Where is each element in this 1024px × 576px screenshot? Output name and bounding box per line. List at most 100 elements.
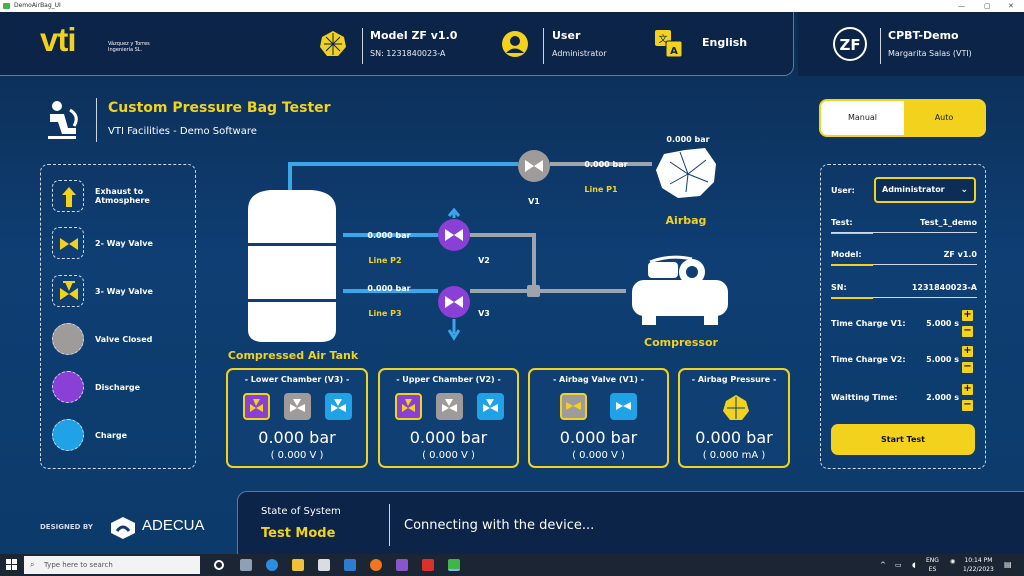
model-title: Model ZF v1.0 xyxy=(370,29,458,42)
file-explorer-icon[interactable] xyxy=(292,559,304,571)
maximize-icon[interactable]: ▢ xyxy=(984,2,991,10)
lower-chamber-voltage: ( 0.000 V ) xyxy=(270,450,324,461)
qt-app-icon[interactable] xyxy=(448,559,460,571)
waiting-time-minus-button[interactable]: − xyxy=(962,399,973,411)
compressed-air-tank xyxy=(248,190,336,342)
charge-v2-minus-button[interactable]: − xyxy=(962,361,973,373)
edge-browser-icon[interactable] xyxy=(266,559,278,571)
minimize-icon[interactable]: — xyxy=(958,2,965,10)
airbag-pressure-title: - Airbag Pressure - xyxy=(691,375,777,384)
auto-mode-button[interactable]: Auto xyxy=(904,101,984,135)
upper-chamber-voltage: ( 0.000 V ) xyxy=(422,450,475,461)
airbag-icon xyxy=(656,148,716,198)
user-field-label: User: xyxy=(831,186,855,195)
chevron-down-icon: ⌄ xyxy=(960,185,968,195)
line-p2-label: Line P2 xyxy=(368,256,401,265)
upper-3way-grey-button[interactable] xyxy=(436,393,463,420)
waiting-time-plus-button[interactable]: + xyxy=(962,383,973,395)
upper-3way-yellow-button[interactable] xyxy=(395,393,422,420)
taskbar-search-input[interactable]: ⌕ Type here to search xyxy=(24,556,200,574)
legend-charge-label: Charge xyxy=(95,431,128,440)
v3-exhaust-arrow xyxy=(447,319,461,341)
station-header: ZF CPBT-Demo Margarita Salas (VTI) xyxy=(798,12,1024,76)
tray-chevron-icon[interactable]: ^ xyxy=(880,561,886,569)
sn-value[interactable]: 1231840023-A xyxy=(911,283,977,292)
user-select[interactable]: Administrator ⌄ xyxy=(874,177,976,203)
volume-icon[interactable]: ◖ xyxy=(912,561,916,569)
charge-v2-field: Time Charge V2:5.000 s xyxy=(831,355,959,364)
store-icon[interactable] xyxy=(318,559,330,571)
lower-chamber-title: - Lower Chamber (V3) - xyxy=(244,375,350,384)
airbag-2way-yellow-button[interactable] xyxy=(560,393,587,420)
widgets-icon[interactable] xyxy=(240,559,252,571)
legend-charge-icon xyxy=(52,419,84,451)
valve-v2-icon xyxy=(445,229,463,241)
upper-chamber-title: - Upper Chamber (V2) - xyxy=(396,375,501,384)
station-title: CPBT-Demo xyxy=(888,29,959,42)
charge-v2-plus-button[interactable]: + xyxy=(962,345,973,357)
window-title: DemoAirBag_UI xyxy=(14,2,61,9)
legend-discharge-icon xyxy=(52,371,84,403)
lower-3way-grey-button[interactable] xyxy=(284,393,311,420)
charge-v1-plus-button[interactable]: + xyxy=(962,309,973,321)
airbag-seat-icon xyxy=(48,101,78,139)
adecua-logo-icon xyxy=(111,517,135,539)
v2-exhaust-arrow xyxy=(447,207,461,218)
charge-v1-field: Time Charge V1:5.000 s xyxy=(831,319,959,328)
lower-3way-blue-button[interactable] xyxy=(325,393,352,420)
charge-v1-value[interactable]: 5.000 s xyxy=(926,319,959,328)
airbag-2way-blue-button[interactable] xyxy=(610,393,637,420)
state-title: State of System xyxy=(261,506,341,517)
lower-chamber-card: - Lower Chamber (V3) - 0.000 bar ( 0.000… xyxy=(226,368,368,468)
airbag-pressure-current: ( 0.000 mA ) xyxy=(702,450,766,461)
user-icon xyxy=(502,31,528,57)
model-value[interactable]: ZF v1.0 xyxy=(943,250,977,259)
line-p3-label: Line P3 xyxy=(368,309,401,318)
firefox-icon[interactable] xyxy=(370,559,382,571)
pipe-v2-junction xyxy=(470,233,536,291)
start-test-button[interactable]: Start Test xyxy=(831,424,975,455)
model-field: Model:ZF v1.0 xyxy=(831,250,977,259)
charge-v1-minus-button[interactable]: − xyxy=(962,325,973,337)
station-user: Margarita Salas (VTI) xyxy=(888,49,972,58)
line-p3-value: 0.000 bar xyxy=(367,284,410,293)
airbag-pressure-card: - Airbag Pressure - 0.000 bar ( 0.000 mA… xyxy=(678,368,790,468)
translate-icon[interactable]: A 文 xyxy=(654,29,684,59)
wps-office-icon[interactable] xyxy=(422,559,434,571)
lower-chamber-value: 0.000 bar xyxy=(258,428,336,447)
svg-text:文: 文 xyxy=(658,33,667,45)
charge-v2-value[interactable]: 5.000 s xyxy=(926,355,959,364)
language-selector[interactable]: English xyxy=(702,36,748,49)
test-field: Test:Test_1_demo xyxy=(831,218,977,227)
adecua-brand: ADECUA xyxy=(142,517,205,534)
legend-2way-valve-label: 2- Way Valve xyxy=(95,239,153,248)
network-icon[interactable]: ▭ xyxy=(895,561,902,569)
mail-icon[interactable] xyxy=(344,559,356,571)
mic-icon[interactable]: ◉ xyxy=(950,558,956,565)
close-icon[interactable]: ✕ xyxy=(1008,2,1014,10)
notifications-icon[interactable]: ▤ xyxy=(1004,560,1012,569)
windows-start-icon[interactable] xyxy=(6,559,18,571)
upper-3way-blue-button[interactable] xyxy=(477,393,504,420)
task-view-icon[interactable] xyxy=(214,560,224,570)
window-titlebar: DemoAirBag_UI — ▢ ✕ xyxy=(0,0,1024,12)
state-value: Test Mode xyxy=(261,526,336,541)
legend-2way-valve-icon xyxy=(52,227,84,259)
valve-v3-icon xyxy=(445,296,463,308)
waiting-time-value[interactable]: 2.000 s xyxy=(926,393,959,402)
status-message: Connecting with the device... xyxy=(404,518,595,533)
visual-studio-icon[interactable] xyxy=(396,559,408,571)
test-value[interactable]: Test_1_demo xyxy=(920,218,977,227)
airbag-pressure-value: 0.000 bar xyxy=(695,428,773,447)
pipe-tank-v1 xyxy=(288,162,518,202)
line-p2-value: 0.000 bar xyxy=(367,231,410,240)
tank-label: Compressed Air Tank xyxy=(228,349,359,362)
legend-valve-closed-icon xyxy=(52,323,84,355)
vti-logo: vti xyxy=(40,21,77,58)
app-title: Custom Pressure Bag Tester xyxy=(108,100,331,116)
manual-mode-button[interactable]: Manual xyxy=(847,113,878,122)
lower-3way-yellow-button[interactable] xyxy=(243,393,270,420)
